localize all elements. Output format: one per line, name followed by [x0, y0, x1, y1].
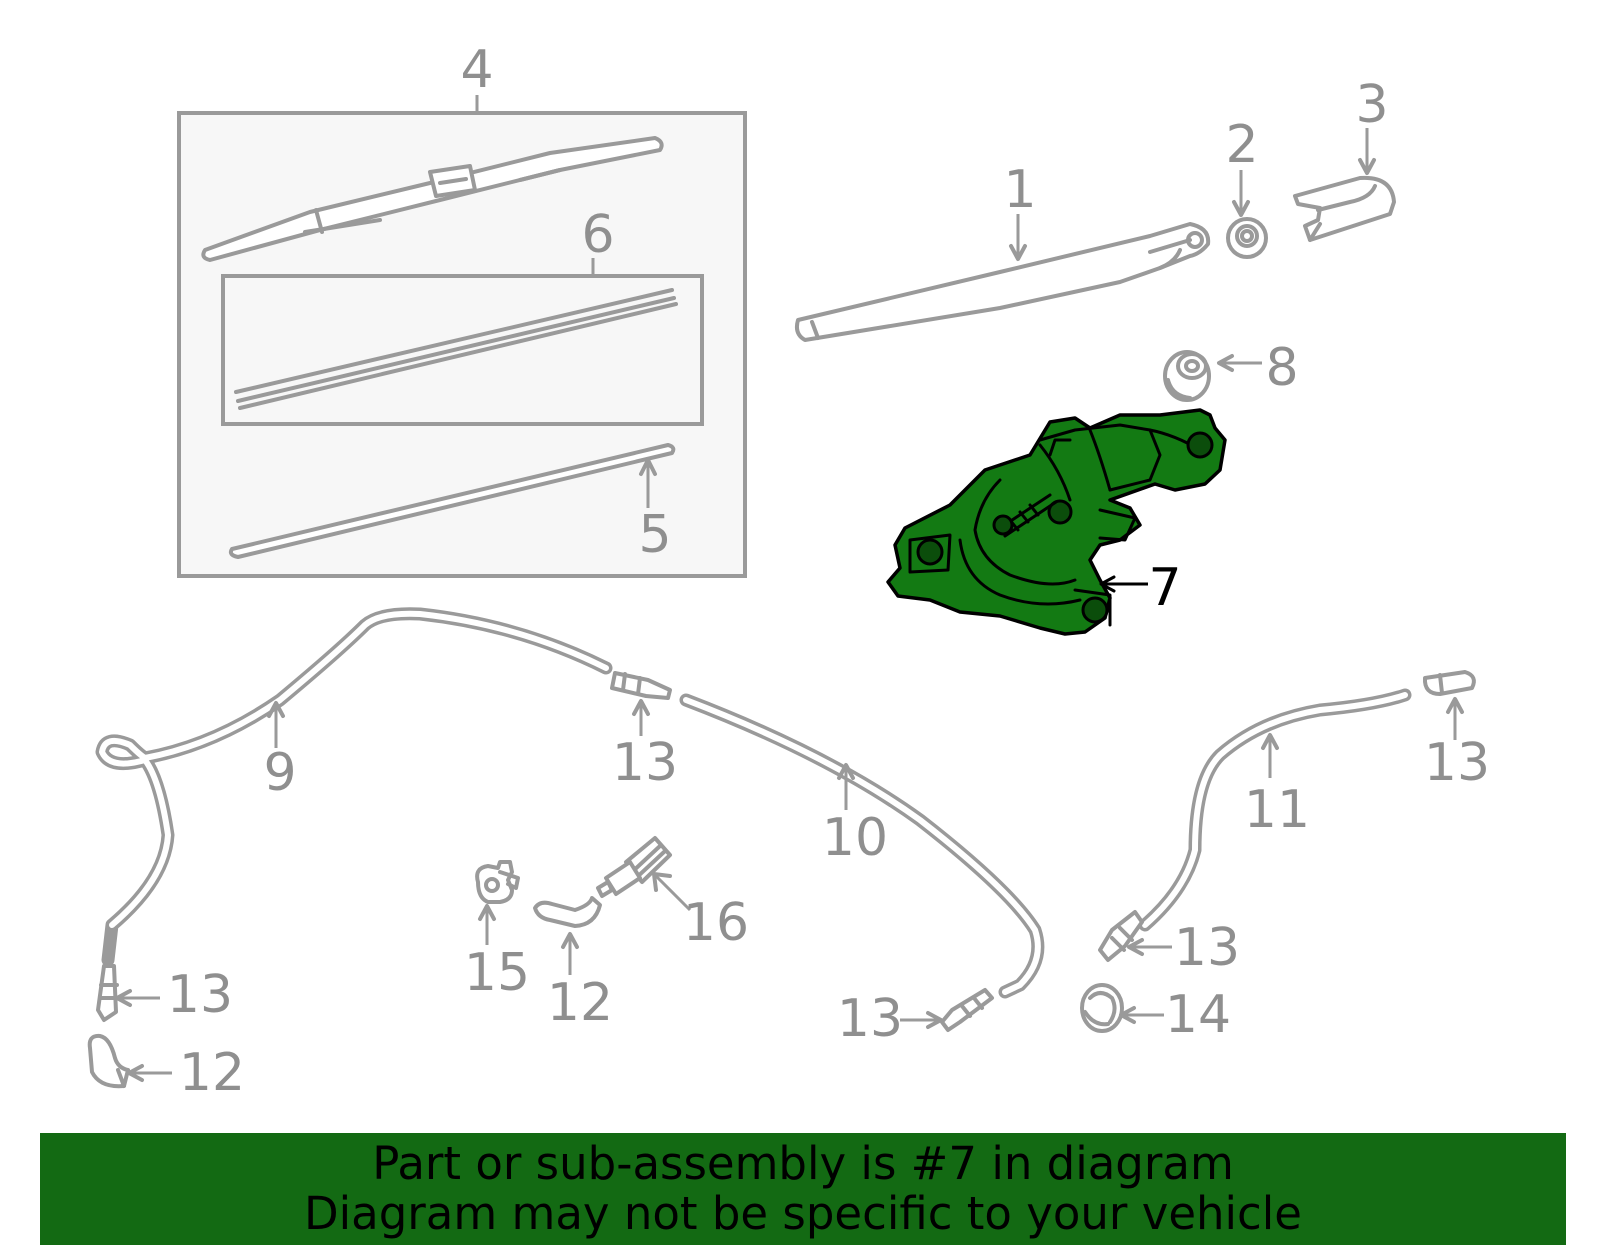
hose-elbow-12a [87, 1033, 172, 1089]
callout-9: 9 [263, 743, 296, 803]
callout-16: 16 [683, 893, 749, 953]
hose-clip-14 [1080, 983, 1164, 1033]
washer-hose-11 [1138, 688, 1412, 932]
callout-6: 6 [581, 205, 614, 265]
callout-3: 3 [1355, 75, 1388, 135]
hose-joint-15 [475, 860, 520, 945]
callout-2: 2 [1225, 115, 1258, 175]
callout-1: 1 [1003, 160, 1036, 220]
callout-12-left: 12 [179, 1043, 245, 1103]
callout-8: 8 [1265, 338, 1298, 398]
callout-7: 7 [1148, 558, 1181, 618]
wiper-blade-insert [234, 288, 678, 410]
wiper-blade [201, 136, 664, 262]
washer-hose-10 [679, 693, 1045, 999]
washer-hose-9 [95, 607, 613, 967]
hose-elbow-12b [533, 896, 602, 975]
callout-5: 5 [638, 505, 671, 565]
callout-12-middle: 12 [547, 973, 613, 1033]
callout-13-top-middle: 13 [612, 733, 678, 793]
hose-connector-13e [1098, 910, 1172, 962]
washer-nozzle-16 [596, 836, 692, 912]
wiper-blade-strip [228, 443, 676, 559]
callout-14: 14 [1165, 985, 1231, 1045]
callout-11: 11 [1244, 780, 1310, 840]
motor-grommet [1163, 350, 1262, 402]
hose-connector-13a [610, 671, 672, 736]
info-banner: Part or sub-assembly is #7 in diagram Di… [40, 1133, 1566, 1245]
callout-10: 10 [822, 808, 888, 868]
wiper-arm [794, 214, 1211, 342]
callout-13-bottom-right: 13 [1174, 918, 1240, 978]
hose-connector-13d [900, 988, 994, 1032]
hose-connector-13b [1422, 670, 1476, 740]
hose-connector-13c [96, 964, 160, 1022]
callout-4: 4 [460, 40, 493, 100]
arm-cover-cap [1293, 128, 1396, 242]
banner-line-1: Part or sub-assembly is #7 in diagram [372, 1137, 1234, 1190]
banner-line-2: Diagram may not be specific to your vehi… [304, 1187, 1302, 1240]
callout-15: 15 [464, 943, 530, 1003]
callout-13-top-right: 13 [1424, 733, 1490, 793]
callout-13-left: 13 [167, 965, 233, 1025]
rear-wiper-motor [886, 408, 1227, 636]
wiper-insert-box [221, 258, 704, 426]
arm-nut [1226, 170, 1268, 259]
callout-13-bottom-middle: 13 [837, 989, 903, 1049]
